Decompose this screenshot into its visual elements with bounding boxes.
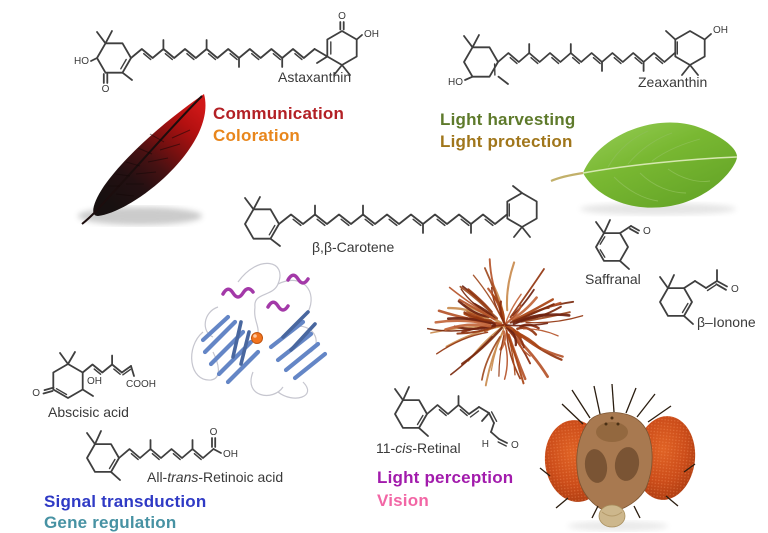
feather-barbs [108, 129, 191, 197]
feather-quill [81, 95, 203, 225]
fly-head-image [539, 383, 696, 531]
astaxanthin-label: Astaxanthin [278, 69, 352, 85]
abscisic-acid-structure: O OH COOH [32, 351, 156, 399]
coloration-label: Coloration [213, 126, 300, 145]
protein-helices [221, 273, 310, 312]
retinoic-acid-structure: O OH [86, 427, 238, 481]
leaf-blade [583, 122, 738, 208]
atom-label: H [482, 439, 489, 450]
carotene-label: β,β-Carotene [312, 239, 395, 255]
leaf-stem [550, 171, 584, 183]
saffranal-structure: O [595, 219, 651, 270]
fly-antenna-left [584, 449, 608, 483]
saffron-threads-image [426, 258, 584, 387]
protein-loops [191, 262, 317, 399]
atom-label: OH [87, 376, 102, 387]
atom-label: O [102, 84, 110, 95]
zeaxanthin-structure: HO OH [448, 25, 728, 88]
light-protection-label: Light protection [440, 132, 573, 151]
fly-ocelli [604, 416, 620, 426]
light-harvesting-label: Light harvesting [440, 110, 576, 129]
communication-label: Communication [213, 104, 345, 123]
atom-label: HO [74, 56, 89, 67]
astaxanthin-structure: HO O O OH [74, 11, 379, 95]
atom-label: OH [223, 449, 238, 460]
zeaxanthin-label: Zeaxanthin [638, 74, 708, 90]
vision-label: Vision [377, 491, 429, 510]
leaf-midrib [582, 156, 738, 174]
gene-regulation-label: Gene regulation [44, 513, 177, 532]
atom-label: HO [448, 77, 463, 88]
atom-label: OH [364, 29, 379, 40]
atom-label: COOH [126, 379, 156, 390]
feather-image [78, 94, 206, 225]
fly-bristles [539, 383, 696, 519]
atom-label: O [338, 11, 346, 22]
retinoic-label: All-trans-Retinoic acid [147, 469, 284, 485]
ionone-label: β–Ionone [697, 314, 756, 330]
leaf-veins [607, 130, 711, 202]
protein-beta-strands-dark [231, 310, 317, 366]
saffranal-label: Saffranal [585, 271, 641, 287]
atom-label: O [511, 440, 519, 451]
atom-label: O [210, 427, 218, 438]
atom-label: O [731, 284, 739, 295]
fly-antenna-right [614, 447, 640, 481]
abscisic-label: Abscisic acid [48, 404, 129, 420]
retinal-structure: H O [394, 386, 519, 451]
feather-vane [93, 94, 206, 216]
leaf-image [550, 122, 738, 215]
atom-label: O [643, 226, 651, 237]
atom-label: O [32, 388, 40, 399]
fly-head-capsule [576, 412, 653, 513]
signal-transduction-label: Signal transduction [44, 492, 207, 511]
light-perception-label: Light perception [377, 468, 514, 487]
ionone-structure: O [659, 269, 739, 325]
carotene-structure [244, 185, 538, 247]
atom-label: OH [713, 25, 728, 36]
retinal-label: 11-cis-Retinal [376, 440, 461, 456]
fly-right-eye [634, 416, 696, 500]
protein-ribbon-image [191, 262, 328, 399]
